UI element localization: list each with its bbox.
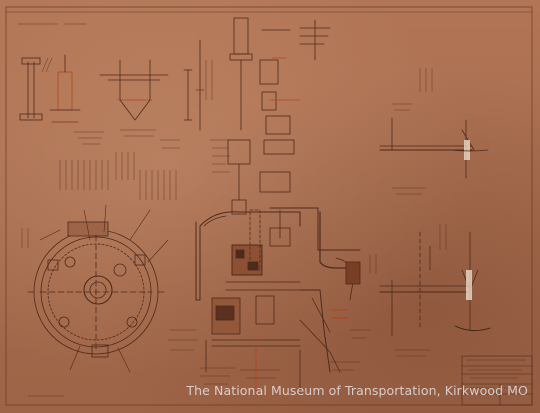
sheet-border bbox=[5, 6, 533, 406]
detail-circular-plan bbox=[27, 221, 165, 358]
detail-rod-right-top bbox=[379, 117, 489, 179]
red-dimension-line bbox=[329, 309, 349, 319]
detail-section-elevation bbox=[195, 207, 361, 396]
handwritten-annotations bbox=[18, 23, 526, 397]
detail-fittings bbox=[227, 99, 301, 215]
dimension-ticks-top bbox=[183, 39, 205, 131]
museum-watermark: The National Museum of Transportation, K… bbox=[186, 383, 528, 398]
title-block bbox=[461, 355, 533, 406]
detail-rod-right-bottom bbox=[379, 231, 491, 337]
leader-lines-left bbox=[39, 204, 169, 373]
detail-stand-left bbox=[19, 57, 43, 121]
detail-pipe-column bbox=[49, 54, 169, 123]
detail-valve-assembly-top bbox=[229, 17, 331, 239]
